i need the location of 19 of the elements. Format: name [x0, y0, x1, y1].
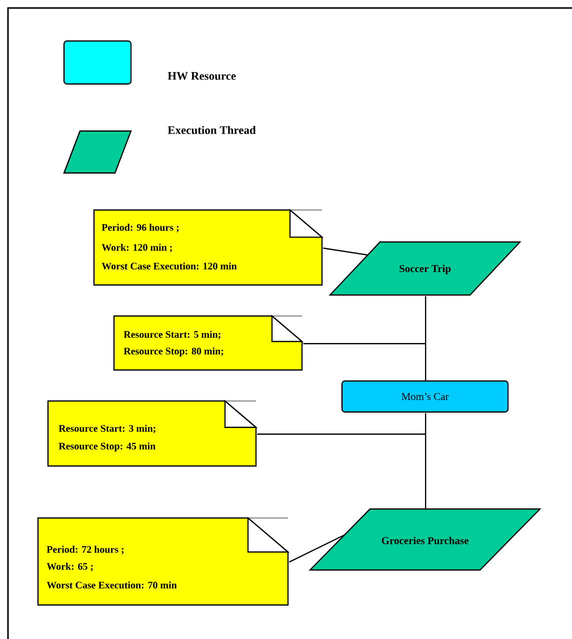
connector-line: [257, 434, 425, 435]
connector-line: [288, 534, 345, 563]
note-text: Resource Stop: 80 min;: [124, 347, 224, 357]
legend-label: Execution Thread: [168, 126, 256, 134]
note-text: Resource Start: 3 min;: [58, 424, 156, 434]
connector-line: [323, 248, 368, 256]
note-text: Period: 72 hours ;: [46, 546, 124, 554]
legend-label: HW Resource: [168, 72, 236, 80]
note-text: Work: 120 min ;: [102, 244, 172, 252]
connector-line: [303, 343, 425, 344]
resource-box: Mom’s Car: [341, 380, 509, 413]
note-text: Worst Case Execution: 120 min: [102, 262, 237, 270]
note-text: Resource Stop: 45 min: [58, 442, 156, 452]
note-text: Worst Case Execution: 70 min: [46, 581, 177, 589]
note-text: Resource Start: 5 min;: [124, 330, 220, 340]
connector-line: [425, 296, 426, 381]
note-text: Work: 65 ;: [46, 562, 93, 572]
note-text: Period: 96 hours ;: [102, 224, 179, 232]
connector-line: [425, 413, 426, 509]
